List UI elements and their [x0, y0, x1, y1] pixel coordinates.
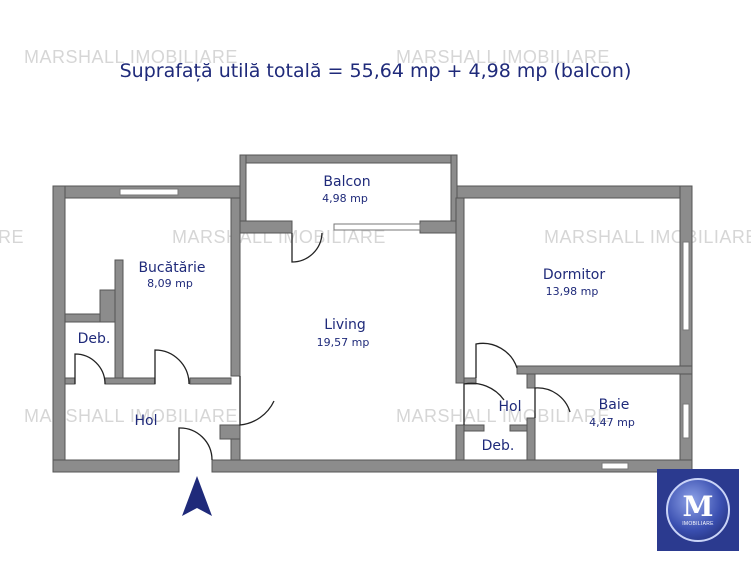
wall-left — [52, 185, 66, 473]
logo-text: IMOBILIARE — [682, 521, 714, 527]
wall-kitchen-bottom — [104, 377, 156, 385]
wall-deb-bottom-l — [64, 377, 76, 385]
room-deb-left-name: Deb. — [78, 331, 111, 347]
room-dormitor-name: Dormitor — [543, 267, 605, 283]
wall-balcony-left — [239, 154, 247, 228]
wall-living-bedroom — [455, 197, 465, 384]
door-swing-icon — [74, 232, 571, 461]
logo-icon: M IMOBILIARE — [657, 469, 739, 551]
room-hol-left-name: Hol — [135, 413, 158, 429]
logo-letter: M — [682, 490, 714, 523]
room-balcon-area: 4,98 mp — [322, 192, 368, 205]
wall-top-right — [455, 185, 693, 199]
wall-bottom-left — [52, 459, 180, 473]
wall-kitchen-bottom-r — [189, 377, 232, 385]
watermark: MARSHALL IMOBILIARE — [172, 227, 386, 247]
watermark: MARSHALL IMOBILIARE — [24, 406, 238, 426]
wall-deb-right-top — [463, 424, 485, 432]
watermark: RE — [0, 227, 25, 247]
wall-kitchen-step-2 — [99, 289, 116, 323]
room-bucatarie-name: Bucătărie — [138, 260, 205, 276]
watermark: MARSHALL IMOBILIARE — [24, 47, 238, 67]
wall-bath-step — [526, 373, 536, 389]
window-bath-bottom — [601, 462, 629, 470]
room-baie-area: 4,47 mp — [589, 416, 635, 429]
wall-hol-top-l — [463, 377, 477, 385]
room-dormitor-area: 13,98 mp — [546, 285, 599, 298]
watermark: MARSHALL IMOBILIARE — [396, 406, 610, 426]
wall-hol-stub — [219, 424, 241, 440]
window-bath — [682, 403, 690, 439]
wall-bedroom-bottom — [516, 365, 693, 375]
watermark: MARSHALL IMOBILIARE — [544, 227, 751, 247]
room-deb-right-name: Deb. — [482, 438, 515, 454]
wall-balcony-bottom-right — [419, 220, 458, 234]
window-kitchen — [119, 188, 179, 196]
room-living-name: Living — [324, 317, 366, 333]
wall-bath-left — [526, 417, 536, 461]
logo-circle: M IMOBILIARE — [666, 478, 730, 542]
wall-deb-right-top-r — [509, 424, 528, 432]
watermark: MARSHALL IMOBILIARE — [396, 47, 610, 67]
windows — [119, 188, 690, 470]
wall-kitchen-step — [114, 259, 124, 383]
room-baie-name: Baie — [599, 397, 630, 413]
plan-title: Suprafață utilă totală = 55,64 mp + 4,98… — [119, 60, 632, 82]
window-balcony-door — [333, 223, 421, 231]
wall-living-hol — [455, 424, 465, 461]
room-bucatarie-area: 8,09 mp — [147, 277, 193, 290]
wall-balcony-top — [239, 154, 458, 164]
wall-kitchen-living — [230, 197, 241, 377]
room-living-area: 19,57 mp — [317, 336, 370, 349]
entrance-arrow-icon — [182, 476, 212, 516]
window-bedroom — [682, 241, 690, 331]
room-hol-right-name: Hol — [499, 399, 522, 415]
wall-balcony-bottom-left — [239, 220, 293, 234]
room-balcon-name: Balcon — [323, 174, 370, 190]
wall-bottom-right — [211, 459, 693, 473]
